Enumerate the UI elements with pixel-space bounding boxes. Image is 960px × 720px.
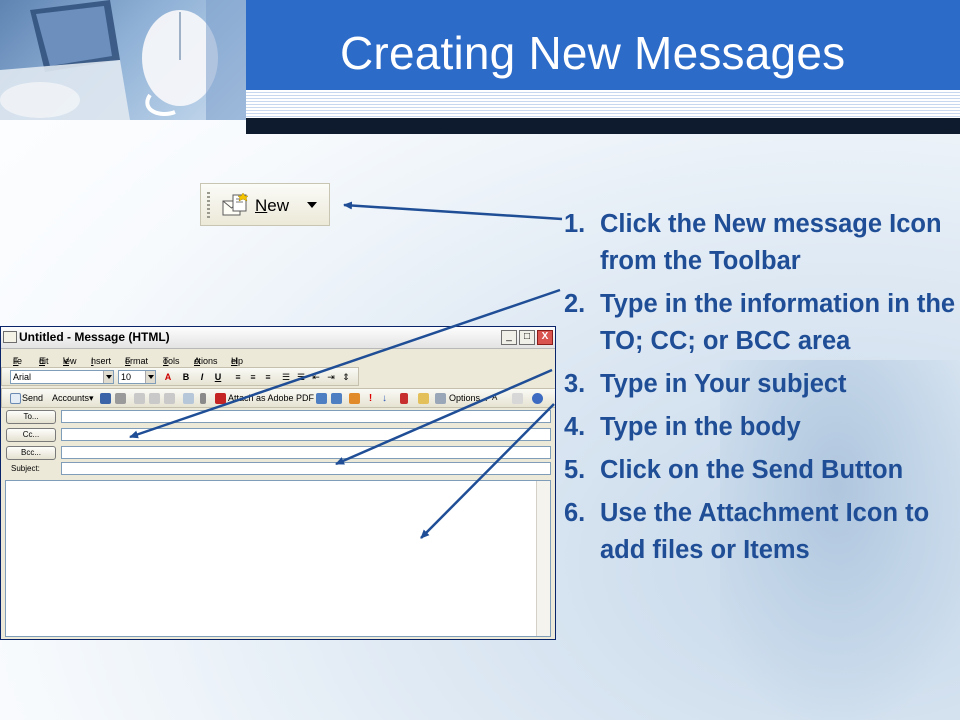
bold-button[interactable]: B — [182, 372, 190, 382]
send-icon — [10, 393, 21, 404]
format-text-icon[interactable]: A — [492, 393, 498, 402]
message-options-icon[interactable] — [331, 393, 342, 404]
copy-icon[interactable] — [149, 393, 160, 404]
importance-low-icon[interactable]: ↓ — [382, 393, 387, 404]
laptop-mouse-photo-icon — [0, 0, 246, 120]
to-button[interactable]: To... — [6, 410, 56, 424]
print-icon[interactable] — [115, 393, 126, 404]
step-text: Type in the body — [600, 413, 801, 441]
importance-high-icon[interactable]: ! — [368, 393, 373, 404]
address-book-icon[interactable] — [183, 393, 194, 404]
save-icon[interactable] — [100, 393, 111, 404]
paste-icon[interactable] — [164, 393, 175, 404]
instruction-steps: 1. Click the New message Icon from the To… — [564, 206, 956, 575]
header-photo — [0, 0, 246, 120]
cc-input[interactable] — [61, 428, 551, 441]
bcc-button[interactable]: Bcc... — [6, 446, 56, 460]
cut-icon[interactable] — [134, 393, 145, 404]
increase-indent-icon[interactable]: ⇥ — [327, 372, 335, 382]
new-message-button[interactable]: New — [200, 183, 330, 226]
background-figure — [720, 360, 960, 720]
chevron-down-icon[interactable]: ▾ — [89, 393, 94, 403]
follow-up-flag-icon[interactable] — [400, 393, 408, 404]
signature-icon[interactable] — [349, 393, 360, 404]
formatting-toolbar: Arial 10 A B I U ≡ ≡ ≡ ☰ ☰ ⇤ ⇥ ⇕ — [1, 367, 359, 386]
vertical-scrollbar[interactable] — [536, 481, 550, 636]
chevron-down-icon[interactable] — [307, 202, 317, 208]
permission-icon[interactable] — [418, 393, 429, 404]
step-item: 5. Click on the Send Button — [564, 452, 956, 489]
step-text: Type in the information in the TO; CC; o… — [600, 290, 956, 355]
page-title: Creating New Messages — [340, 27, 846, 79]
align-right-icon[interactable]: ≡ — [265, 372, 271, 382]
font-color-icon[interactable]: A — [164, 372, 172, 382]
step-number: 3. — [564, 370, 586, 398]
chevron-down-icon[interactable] — [145, 371, 155, 383]
align-left-icon[interactable]: ≡ — [235, 372, 241, 382]
slide-header: Creating New Messages — [0, 0, 960, 134]
adobe-pdf-icon[interactable] — [215, 393, 226, 404]
subject-label: Subject: — [11, 464, 40, 473]
line-spacing-icon[interactable]: ⇕ — [342, 372, 350, 382]
step-text: Use the Attachment Icon to add files or … — [600, 499, 930, 564]
minimize-button[interactable]: _ — [501, 330, 517, 345]
font-name-combo[interactable]: Arial — [10, 370, 114, 384]
bullets-icon[interactable]: ☰ — [281, 372, 291, 382]
cc-button[interactable]: Cc... — [6, 428, 56, 442]
options-icon — [435, 393, 446, 404]
header-title-band — [246, 0, 960, 90]
step-number: 5. — [564, 456, 586, 484]
font-size-combo[interactable]: 10 — [118, 370, 156, 384]
header-dark-bar — [246, 118, 960, 134]
attach-as-pdf-button[interactable]: Attach as Adobe PDF — [228, 393, 315, 403]
chevron-down-icon[interactable] — [103, 371, 113, 383]
step-item: 6. Use the Attachment Icon to add files o… — [564, 495, 956, 569]
header-stripe — [246, 90, 960, 118]
window-title: Untitled - Message (HTML) — [19, 330, 170, 344]
new-button-label: New — [255, 196, 289, 216]
step-number: 4. — [564, 413, 586, 441]
standard-toolbar: Send Accounts ▾ Attach as Adobe PDF ! ↓ … — [1, 388, 555, 408]
align-center-icon[interactable]: ≡ — [250, 372, 256, 382]
step-number: 1. — [564, 210, 586, 238]
message-window-icon — [3, 331, 17, 343]
step-item: 4. Type in the body — [564, 409, 956, 446]
numbering-icon[interactable]: ☰ — [296, 372, 306, 382]
window-titlebar: Untitled - Message (HTML) _ □ X — [1, 327, 555, 349]
step-item: 3. Type in Your subject — [564, 366, 956, 403]
send-button[interactable]: Send — [22, 393, 44, 403]
step-text: Click the New message Icon from the Tool… — [600, 210, 942, 275]
step-item: 2. Type in the information in the TO; CC;… — [564, 286, 956, 360]
close-button[interactable]: X — [537, 330, 553, 345]
underline-button[interactable]: U — [214, 372, 222, 382]
bcc-input[interactable] — [61, 446, 551, 459]
message-body-input[interactable] — [5, 480, 551, 637]
subject-input[interactable] — [61, 462, 551, 475]
new-message-icon — [221, 192, 251, 224]
new-label-underlined: N — [255, 196, 268, 215]
step-number: 6. — [564, 499, 586, 527]
accounts-button[interactable]: Accounts — [52, 393, 90, 403]
step-text: Type in Your subject — [600, 370, 847, 398]
step-number: 2. — [564, 290, 586, 318]
check-names-icon[interactable] — [316, 393, 327, 404]
paperclip-icon[interactable] — [200, 393, 206, 404]
italic-button[interactable]: I — [200, 372, 204, 382]
message-header-fields: To... Cc... Bcc... Subject: — [1, 410, 555, 480]
step-text: Click on the Send Button — [600, 456, 904, 484]
research-icon[interactable] — [512, 393, 523, 404]
step-item: 1. Click the New message Icon from the To… — [564, 206, 956, 280]
toolbar-grip — [207, 192, 210, 219]
new-label-rest: ew — [267, 196, 290, 215]
decrease-indent-icon[interactable]: ⇤ — [312, 372, 320, 382]
maximize-button[interactable]: □ — [519, 330, 535, 345]
options-button[interactable]: Options... — [449, 393, 488, 403]
to-input[interactable] — [61, 410, 551, 423]
help-icon[interactable] — [532, 393, 543, 404]
